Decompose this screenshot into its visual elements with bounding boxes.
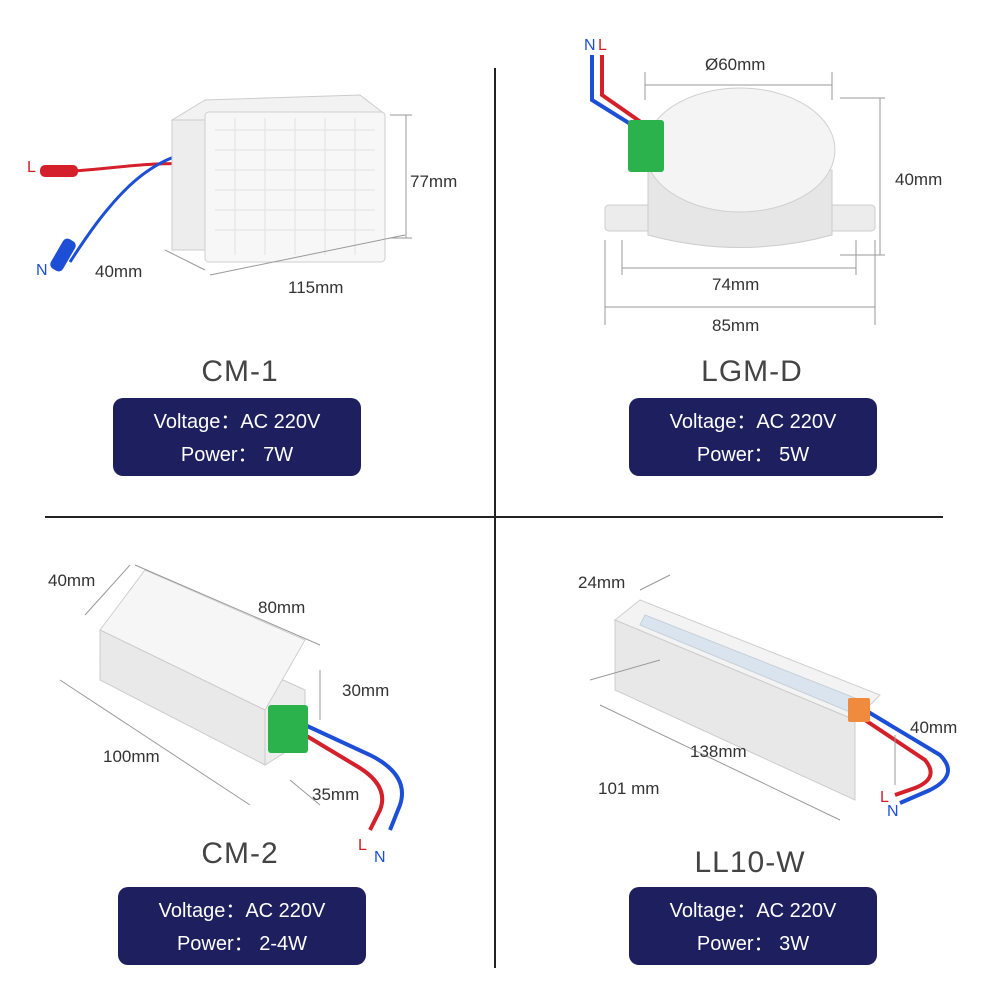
cm-1-neutral-label: N — [36, 262, 48, 279]
ll10-w-length-dim: 138mm — [690, 742, 747, 761]
ll10-w-terminal — [848, 698, 870, 722]
cm-2-terminal — [268, 705, 308, 753]
cm-2-model-name: CM-2 — [201, 837, 279, 870]
product-cm-2: 40mm 80mm 30mm 100mm 35mm L N CM-2 Volta… — [0, 520, 490, 1000]
ll10-w-illustration: 24mm 40mm 138mm 101 mm L N — [578, 573, 957, 821]
cm-1-illustration: 77mm 40mm 115mm L N — [27, 94, 457, 297]
product-lgm-d: Ø60mm 40mm 74mm 85mm N L LGM-D Voltage：A… — [500, 0, 990, 480]
cm-1-power-row: Power： 7W — [180, 444, 294, 466]
vertical-divider — [494, 68, 496, 968]
lgm-d-diameter-dim: Ø60mm — [705, 55, 765, 74]
cm-2-spec-box: Voltage：AC 220V Power： 2-4W — [118, 887, 366, 965]
ll10-w-model-name: LL10-W — [694, 846, 806, 879]
cm-2-height-dim: 30mm — [342, 681, 389, 700]
cm-1-width-dim: 115mm — [288, 278, 343, 297]
cm-2-length-dim: 100mm — [103, 747, 160, 766]
neutral-connector — [50, 238, 76, 272]
cm-1-depth-dim: 40mm — [95, 262, 142, 281]
lgm-d-outer-width-dim: 85mm — [712, 316, 759, 335]
horizontal-divider — [45, 516, 943, 518]
ll10-w-spec-box: Voltage：AC 220V Power： 3W — [629, 887, 877, 965]
ll10-w-voltage-row: Voltage：AC 220V — [669, 900, 837, 922]
cm-1-voltage-row: Voltage：AC 220V — [153, 411, 321, 433]
cm-1-spec-box: Voltage：AC 220V Power： 7W — [113, 398, 361, 476]
cm-1-height-dim: 77mm — [410, 172, 457, 191]
cm-2-width-dim: 80mm — [258, 598, 305, 617]
lgm-d-height-dim: 40mm — [895, 170, 942, 189]
cm-2-illustration: 40mm 80mm 30mm 100mm 35mm L N — [48, 564, 404, 866]
cm-2-power-row: Power： 2-4W — [176, 933, 308, 955]
ll10-w-neutral-label: N — [887, 803, 899, 820]
lgm-d-power-row: Power： 5W — [696, 444, 810, 466]
lgm-d-terminal — [628, 120, 664, 172]
cm-2-neutral-label: N — [374, 849, 386, 866]
lgm-d-voltage-row: Voltage：AC 220V — [669, 411, 837, 433]
lgm-d-live-label: L — [598, 37, 607, 54]
ll10-w-depth-dim: 24mm — [578, 573, 625, 592]
ll10-w-base-length-dim: 101 mm — [598, 779, 659, 798]
ll10-w-power-row: Power： 3W — [696, 933, 810, 955]
lgm-d-illustration: Ø60mm 40mm 74mm 85mm N L — [584, 37, 942, 335]
product-cm-1: 77mm 40mm 115mm L N CM-1 Voltage：AC 220V… — [0, 0, 490, 480]
cm-1-model-name: CM-1 — [201, 355, 279, 388]
ll10-w-height-dim: 40mm — [910, 718, 957, 737]
cm-2-depth-dim: 40mm — [48, 571, 95, 590]
lgm-d-spec-box: Voltage：AC 220V Power： 5W — [629, 398, 877, 476]
lgm-d-dome — [644, 87, 836, 213]
cm-2-voltage-row: Voltage：AC 220V — [158, 900, 326, 922]
lgm-d-model-name: LGM-D — [701, 355, 803, 388]
lgm-d-neutral-label: N — [584, 37, 596, 54]
product-ll10-w: 24mm 40mm 138mm 101 mm L N LL10-W Voltag… — [500, 520, 990, 1000]
ll10-w-live-label: L — [880, 789, 889, 806]
cm-2-terminal-dim: 35mm — [312, 785, 359, 804]
cm-1-live-label: L — [27, 159, 36, 176]
cm-2-live-label: L — [358, 837, 367, 854]
lgm-d-inner-width-dim: 74mm — [712, 275, 759, 294]
live-connector — [40, 165, 78, 177]
